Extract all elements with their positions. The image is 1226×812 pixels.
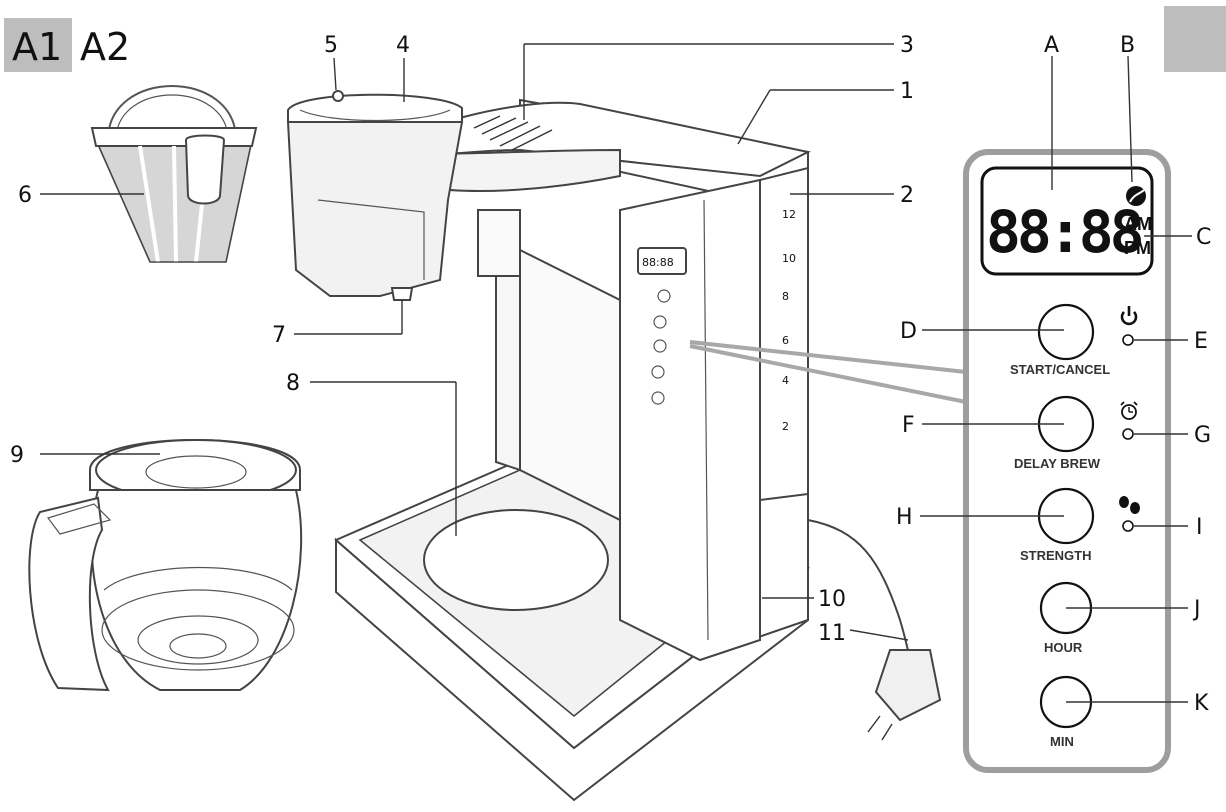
- callout-10: 10: [818, 587, 846, 612]
- control-panel: 88:88 AM PM START/CANCEL DELAY BREW STRE…: [963, 149, 1171, 773]
- control-panel-frame: [963, 149, 1171, 773]
- header-tabs: A1 A2: [4, 6, 1226, 72]
- callout-11: 11: [818, 621, 846, 646]
- coffee-machine-illustration: 88:88 12 10 8 6 4 2: [286, 90, 942, 802]
- zoom-connector: [689, 340, 967, 404]
- callout-5: 5: [324, 33, 338, 58]
- tank-scale-4: 4: [782, 374, 789, 387]
- hour-label: HOUR: [1044, 640, 1083, 655]
- tank-scale-10: 10: [782, 252, 796, 265]
- min-label: MIN: [1050, 734, 1074, 749]
- pm-indicator: PM: [1124, 238, 1151, 258]
- callout-1: 1: [900, 79, 914, 104]
- tank-scale-2: 2: [782, 420, 789, 433]
- start-cancel-label: START/CANCEL: [1010, 362, 1110, 377]
- tab-a1-bg: [4, 18, 72, 72]
- callout-k: K: [1194, 691, 1209, 716]
- carafe-illustration: [28, 439, 303, 692]
- callout-e: E: [1194, 329, 1208, 354]
- start-cancel-button[interactable]: [1037, 303, 1095, 361]
- callout-g: G: [1194, 423, 1211, 448]
- lcd-display-digits: 88:88: [986, 198, 1142, 266]
- strength-label: STRENGTH: [1020, 548, 1092, 563]
- strength-indicator-led: [1122, 520, 1134, 532]
- tank-scale-6: 6: [782, 334, 789, 347]
- filter-basket-illustration: [90, 85, 258, 263]
- callout-j: J: [1192, 597, 1201, 622]
- letter-callouts: A B C D E F G H I J K: [896, 33, 1211, 716]
- coffee-beans-icon: [1119, 496, 1140, 514]
- delay-brew-label: DELAY BREW: [1014, 456, 1101, 471]
- tab-a1-label: A1: [12, 25, 62, 69]
- start-indicator-led: [1122, 334, 1134, 346]
- callout-7: 7: [272, 323, 286, 348]
- mini-display: 88:88: [642, 256, 674, 269]
- delay-indicator-led: [1122, 428, 1134, 440]
- callout-c: C: [1196, 225, 1211, 250]
- callout-4: 4: [396, 33, 410, 58]
- corner-tab: [1164, 6, 1226, 72]
- power-icon: [1120, 306, 1138, 326]
- tank-scale-8: 8: [782, 290, 789, 303]
- tank-scale: 12 10 8 6 4 2: [782, 208, 796, 433]
- number-callouts: 1 2 3 4 5 6 7 8 9 10 11: [10, 33, 914, 646]
- lid-vents: [473, 115, 553, 151]
- callout-3: 3: [900, 33, 914, 58]
- callout-h: H: [896, 505, 913, 530]
- lcd-display-frame: [980, 166, 1154, 276]
- number-leader-lines: [40, 43, 909, 641]
- callout-i: I: [1196, 515, 1203, 540]
- letter-leader-lines: [920, 55, 1192, 703]
- alarm-clock-icon: [1120, 401, 1138, 420]
- tank-scale-12: 12: [782, 208, 796, 221]
- tab-a2-label: A2: [80, 25, 130, 69]
- callout-f: F: [902, 413, 915, 438]
- mini-control-panel: 88:88: [637, 247, 687, 405]
- callout-d: D: [900, 319, 917, 344]
- callout-a: A: [1044, 33, 1059, 58]
- callout-8: 8: [286, 371, 300, 396]
- callout-6: 6: [18, 183, 32, 208]
- am-indicator: AM: [1124, 214, 1152, 234]
- callout-2: 2: [900, 183, 914, 208]
- callout-9: 9: [10, 443, 24, 468]
- callout-b: B: [1120, 33, 1135, 58]
